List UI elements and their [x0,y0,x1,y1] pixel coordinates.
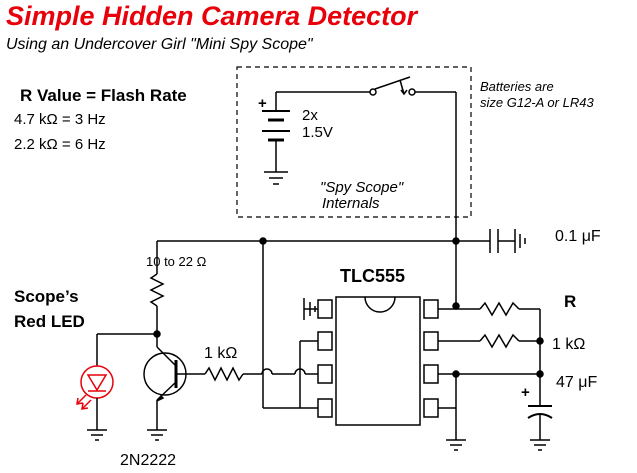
capacitor-47uF-label: 47 μF [556,374,598,391]
chip-ground-symbol [303,298,316,320]
chip-label: TLC555 [340,266,406,286]
timing-resistor-symbol [479,301,520,317]
battery-note: size G12-A or LR43 [480,95,594,110]
battery-cells-label: 2x [302,107,318,124]
capacitor-0.1uF-label: 0.1 μF [555,228,601,245]
spy-scope-label: "Spy Scope" [320,179,404,196]
transistor-symbol [143,346,205,430]
battery-note: Batteries are [480,79,554,94]
spy-scope-label: Internals [322,195,380,212]
switch-symbol [369,76,457,306]
r-value-row: 2.2 kΩ = 6 Hz [14,136,106,153]
resistor-1k-symbol [479,333,520,349]
transistor-label: 2N2222 [120,452,177,469]
battery-symbol [262,91,370,172]
r-value-heading: R Value = Flash Rate [20,86,187,105]
base-resistor-symbol [204,366,244,382]
capacitor-0.1uF-symbol [489,229,526,253]
chip-body [335,296,421,426]
r-value-row: 4.7 kΩ = 3 Hz [14,111,106,128]
collector-resistor-label: 10 to 22 Ω [146,254,207,269]
timing-resistor-label: R [564,292,577,311]
page-title: Simple Hidden Camera Detector [6,1,418,31]
page-subtitle: Using an Undercover Girl "Mini Spy Scope… [6,36,313,53]
battery-plus-label: + [258,95,267,112]
led-label: Red LED [14,312,85,331]
battery-ground-symbol [264,171,288,185]
capacitor-47uF-symbol [527,405,553,451]
capacitor-plus-label: + [521,384,530,401]
led-label: Scope’s [14,287,79,306]
battery-voltage-label: 1.5V [302,124,333,141]
collector-resistor-symbol [149,273,165,307]
led-symbol [76,365,114,410]
emitter-ground-symbol [147,429,167,441]
base-resistor-label: 1 kΩ [204,345,238,362]
spy-scope-enclosure [236,66,472,218]
resistor-1k-label: 1 kΩ [552,336,586,353]
